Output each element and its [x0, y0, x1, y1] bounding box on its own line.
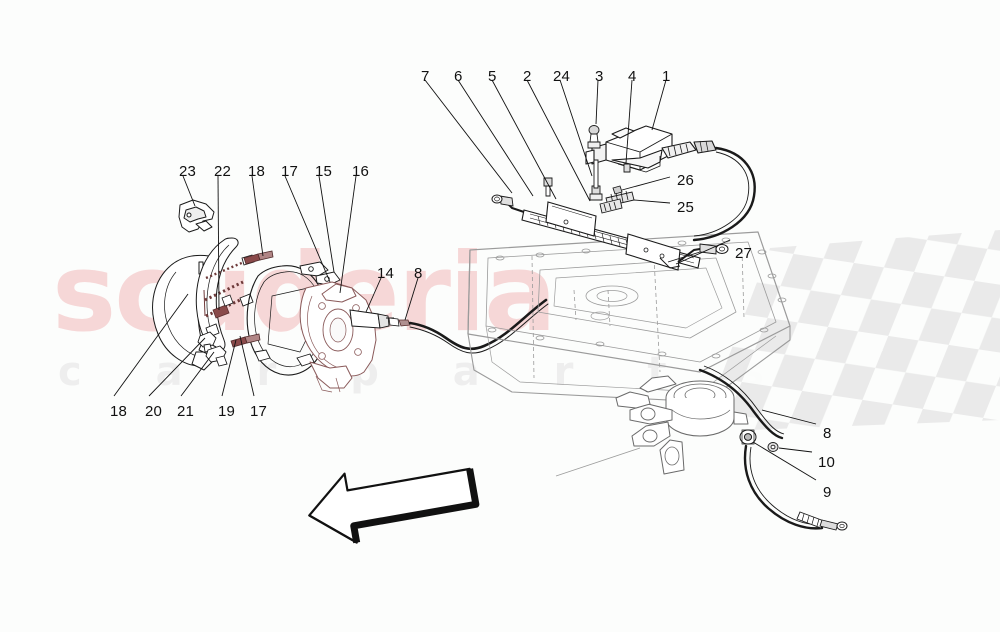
callout-21: 21 [177, 403, 195, 420]
callout-18-top: 18 [248, 163, 266, 180]
callout-8-bottom: 8 [823, 425, 832, 442]
direction-arrow [308, 467, 480, 544]
plate-screw-17-a [243, 250, 274, 265]
actuator-cable [692, 146, 756, 242]
callout-6: 6 [454, 68, 463, 85]
callout-8-middle: 8 [414, 265, 423, 282]
callout-25: 25 [677, 199, 695, 216]
callout-16: 16 [352, 163, 370, 180]
backing-plate-tabs [254, 261, 341, 367]
electric-parking-brake-actuator [585, 125, 717, 173]
brake-adjuster [212, 294, 234, 319]
adjuster-wedge-20 [197, 331, 217, 353]
rear-hub-carrier [299, 281, 377, 393]
callout-5: 5 [488, 68, 497, 85]
parking-brake-lever-rod [491, 194, 729, 271]
callout-7: 7 [421, 68, 430, 85]
callout-24: 24 [553, 68, 571, 85]
callout-15: 15 [315, 163, 333, 180]
cable-clip-10 [767, 442, 779, 452]
return-springs [203, 260, 245, 318]
handbrake-cable-front [349, 298, 549, 354]
plate-screw-17-b [230, 333, 261, 348]
handbrake-cable-rear [698, 365, 848, 531]
callout-23: 23 [179, 163, 197, 180]
callout-4: 4 [628, 68, 637, 85]
cable-end-fittings [599, 185, 635, 214]
callout-18-bottom: 18 [110, 403, 128, 420]
callout-27: 27 [735, 245, 753, 262]
callout-3: 3 [595, 68, 604, 85]
callout-1: 1 [662, 68, 671, 85]
callout-26: 26 [677, 172, 695, 189]
leader-lines [113, 79, 817, 481]
adjuster-strut-21 [205, 345, 228, 367]
callout-22: 22 [214, 163, 232, 180]
callout-19: 19 [218, 403, 236, 420]
cable-grommet-9 [739, 429, 757, 445]
callout-20: 20 [145, 403, 163, 420]
brake-lever-23 [178, 199, 215, 233]
callout-17-bottom: 17 [250, 403, 268, 420]
callout-14: 14 [377, 265, 395, 282]
callout-17-top: 17 [281, 163, 299, 180]
subframe-mount-bracket [555, 375, 749, 477]
callout-9: 9 [823, 484, 832, 501]
callout-10: 10 [818, 454, 836, 471]
callout-2: 2 [523, 68, 532, 85]
